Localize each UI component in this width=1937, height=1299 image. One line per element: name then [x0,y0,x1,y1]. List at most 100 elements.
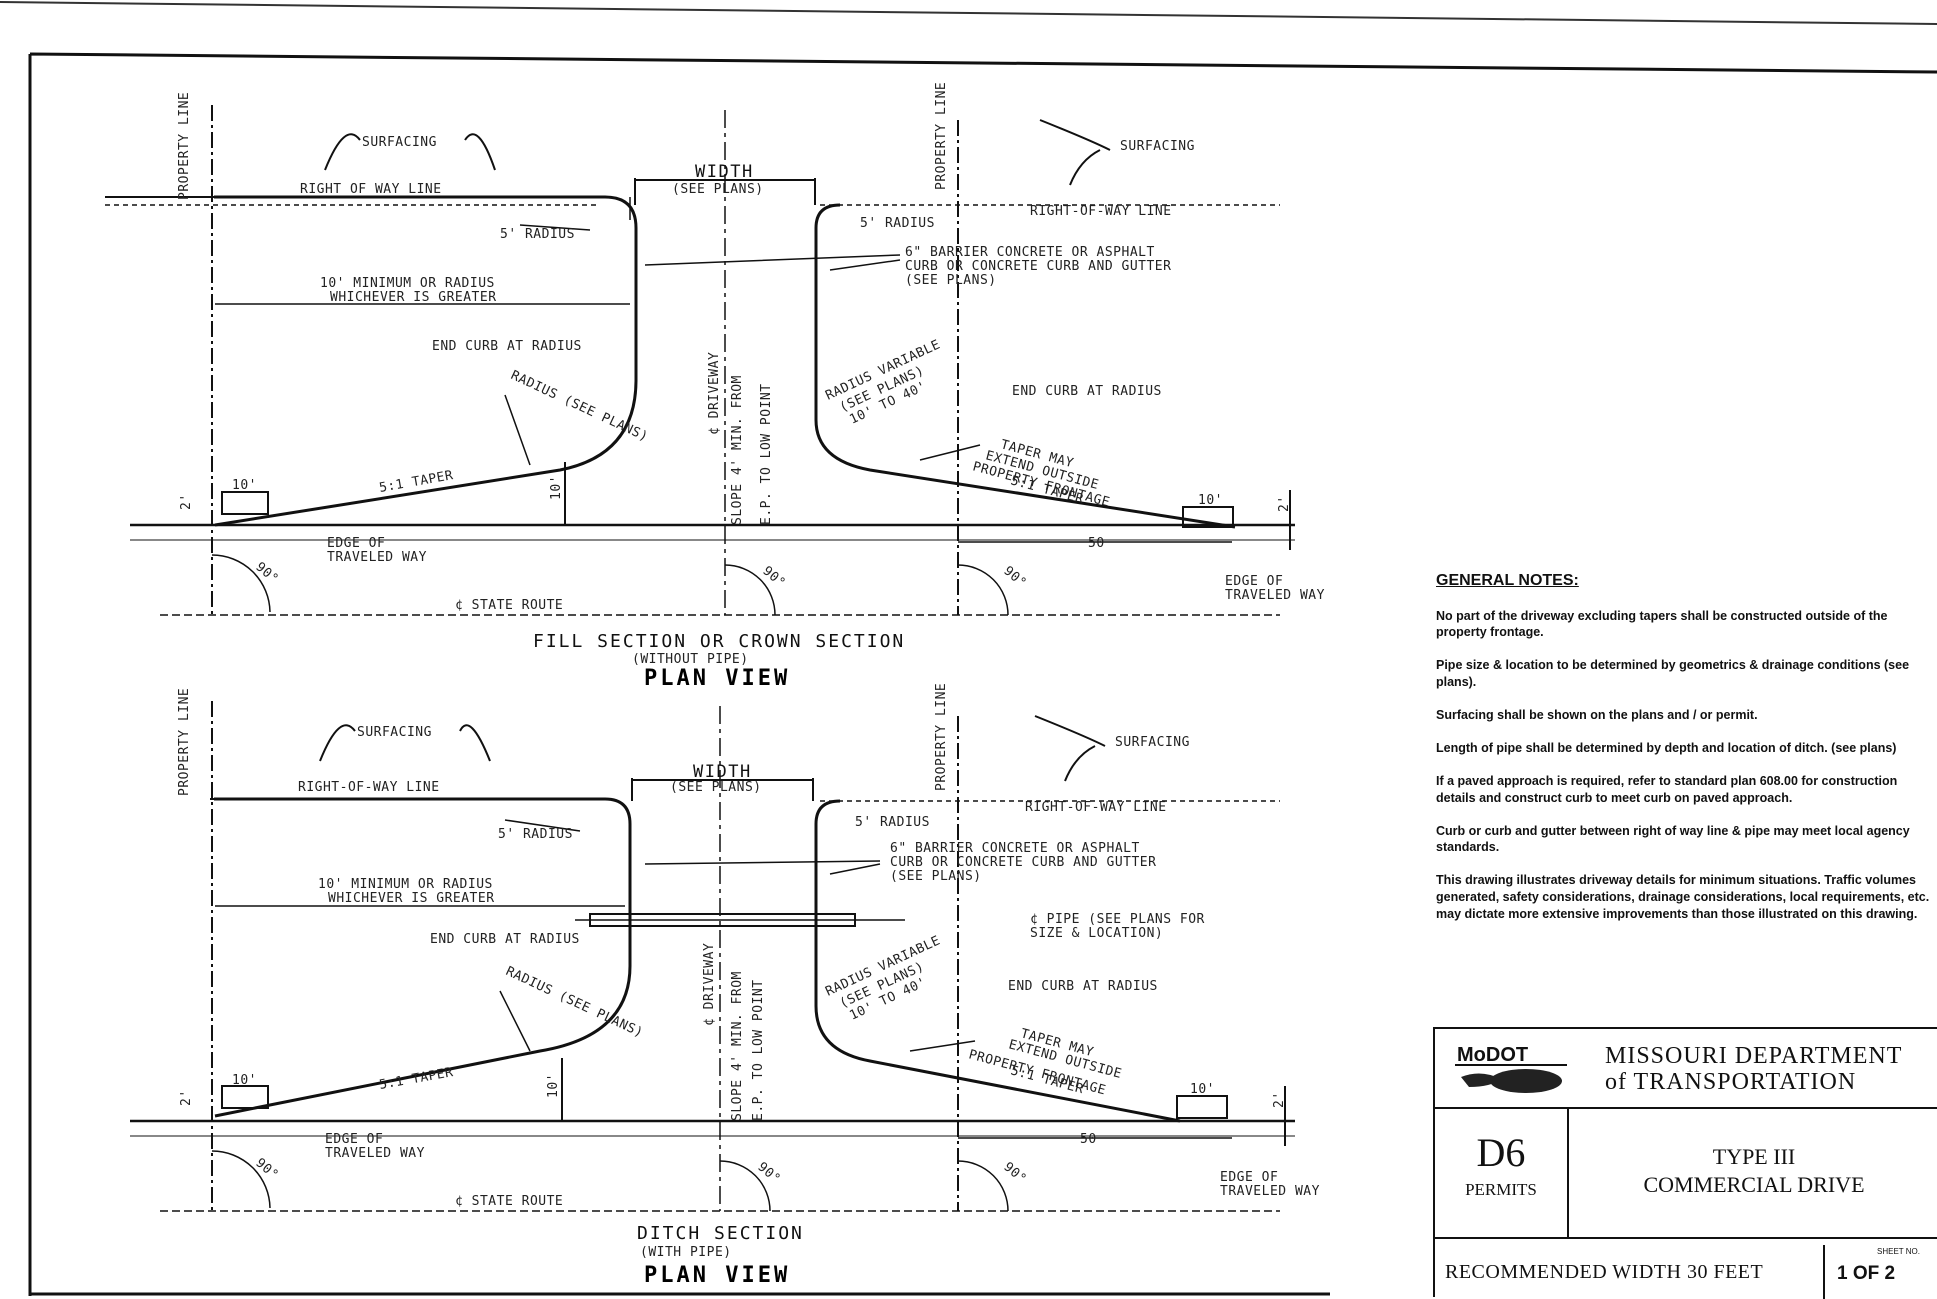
sheet-number: 1 OF 2 [1837,1263,1896,1284]
label-pipe-2: SIZE & LOCATION) [1030,926,1163,941]
svg-text:MoDOT: MoDOT [1457,1044,1528,1066]
sheet-number-box: SHEET NO. 1 OF 2 [1823,1245,1937,1299]
label-property-line-left: PROPERTY LINE [177,688,192,796]
label-section: FILL SECTION OR CROWN SECTION [533,631,905,652]
label-slope-2: E.P. TO LOW POINT [759,383,774,525]
note-item: Surfacing shall be shown on the plans an… [1436,708,1758,723]
label-angle-right: 90° [1000,1160,1029,1188]
surfacing-arcs-right [1034,715,1106,782]
label-slope-1: SLOPE 4' MIN. FROM [730,375,745,525]
label-min-radius-2: WHICHEVER IS GREATER [330,290,497,305]
label-edge-right-1: EDGE OF [1225,574,1283,589]
label-slope-2: E.P. TO LOW POINT [751,979,766,1121]
label-row-right: RIGHT-OF-WAY LINE [1030,204,1172,219]
leader-lines [499,819,976,1052]
plan-view-fill-section: PROPERTY LINE PROPERTY LINE SURFACING SU… [105,82,1325,691]
recommended-width: RECOMMENDED WIDTH 30 FEET [1445,1261,1764,1283]
dept-line-1: MISSOURI DEPARTMENT [1605,1043,1903,1069]
label-section-sub: (WITH PIPE) [640,1245,732,1260]
plan1-title: PLAN VIEW [644,666,790,691]
label-slope-1: SLOPE 4' MIN. FROM [730,971,745,1121]
label-barrier-1: 6" BARRIER CONCRETE OR ASPHALT [890,841,1140,856]
curb-right [814,799,1181,1123]
leader-lines [504,224,981,466]
label-edge-right-2: TRAVELED WAY [1225,588,1325,603]
label-edge-right-2: TRAVELED WAY [1220,1184,1320,1199]
label-dim-10-right: 10' [1198,493,1223,508]
label-angle-mid: 90° [759,564,788,592]
label-end-curb-left: END CURB AT RADIUS [432,339,582,354]
label-state-route: ¢ STATE ROUTE [455,598,563,613]
label-dim-10-left: 10' [232,1073,257,1088]
department-name: MISSOURI DEPARTMENT of TRANSPORTATION [1605,1043,1902,1095]
label-row-right: RIGHT-OF-WAY LINE [1025,800,1167,815]
curb-left [214,797,632,1118]
arc-90-mid [719,1160,771,1212]
drive-type: TYPE III COMMERCIAL DRIVE [1569,1107,1937,1237]
label-end-curb-left: END CURB AT RADIUS [430,932,580,947]
general-notes: GENERAL NOTES: No part of the driveway e… [1436,570,1936,939]
label-min-radius-2: WHICHEVER IS GREATER [328,891,495,906]
note-item: If a paved approach is required, refer t… [1436,773,1898,805]
note-item: Curb or curb and gutter between right of… [1436,823,1910,855]
title-block: MoDOT MISSOURI DEPARTMENT of TRANSPORTAT… [1433,1027,1937,1299]
label-edge-left-2: TRAVELED WAY [327,550,427,565]
label-section-sub: (WITHOUT PIPE) [632,652,749,667]
label-property-line-right: PROPERTY LINE [934,683,949,791]
label-angle-mid: 90° [754,1160,783,1188]
label-property-line-left: PROPERTY LINE [177,92,192,200]
code-category: PERMITS [1465,1180,1537,1199]
label-barrier-3: (SEE PLANS) [905,273,997,288]
label-dim-2-left: 2' [179,493,194,510]
arc-90-left [211,1150,271,1209]
label-width: WIDTH [695,162,754,182]
notes-heading: GENERAL NOTES: [1436,572,1579,589]
label-barrier-1: 6" BARRIER CONCRETE OR ASPHALT [905,245,1155,260]
label-width-see-plans: (SEE PLANS) [672,182,764,197]
curb-left [214,195,638,527]
label-width-see-plans: (SEE PLANS) [670,780,762,795]
label-barrier-3: (SEE PLANS) [890,869,982,884]
label-edge-right-1: EDGE OF [1220,1170,1278,1185]
label-dim-10-vert: 10' [549,475,564,500]
label-dim-50: 50 [1088,536,1105,551]
title-block-footer: RECOMMENDED WIDTH 30 FEET SHEET NO. 1 OF… [1435,1237,1937,1299]
title-block-header: MoDOT MISSOURI DEPARTMENT of TRANSPORTAT… [1435,1029,1937,1109]
arc-90-left [211,554,271,613]
label-dim-10-vert: 10' [546,1073,561,1098]
type-line-2: COMMERCIAL DRIVE [1643,1172,1865,1197]
label-barrier-2: CURB OR CONCRETE CURB AND GUTTER [890,855,1156,870]
label-min-radius-1: 10' MINIMUM OR RADIUS [318,877,493,892]
title-block-body: D6 PERMITS TYPE III COMMERCIAL DRIVE [1435,1107,1937,1239]
label-row-left: RIGHT-OF-WAY LINE [298,780,440,795]
arc-90-right [957,564,1009,616]
label-dim-2-right: 2' [1277,495,1292,512]
width-dim [631,778,814,801]
label-edge-left-2: TRAVELED WAY [325,1146,425,1161]
plan2-title: PLAN VIEW [644,1263,790,1288]
label-radius-5-left: 5' RADIUS [500,227,575,242]
label-end-curb-right: END CURB AT RADIUS [1008,979,1158,994]
note-item: This drawing illustrates driveway detail… [1436,873,1930,922]
label-end-curb-right: END CURB AT RADIUS [1012,384,1162,399]
label-state-route: ¢ STATE ROUTE [455,1194,563,1209]
label-driveway-cl: ¢ DRIVEWAY [702,943,717,1026]
surfacing-arcs-left [324,133,496,171]
width-dim [634,178,816,205]
label-taper-left: 5:1 TAPER [378,1065,454,1093]
label-surfacing-left: SURFACING [357,725,432,740]
note-item: No part of the driveway excluding tapers… [1436,608,1888,640]
modot-logo-icon: MoDOT [1455,1044,1567,1093]
arc-90-right [957,1160,1009,1212]
label-radius-see-plans: RADIUS (SEE PLANS) [503,964,645,1041]
box-10-right [1176,1095,1228,1119]
box-10-right [1182,506,1234,528]
label-edge-left-1: EDGE OF [327,536,385,551]
curb-right [814,203,1236,529]
box-10-left [221,491,269,515]
label-dim-50: 50 [1080,1132,1097,1147]
label-angle-left: 90° [252,560,281,588]
label-width: WIDTH [693,762,752,782]
label-angle-left: 90° [252,1156,281,1184]
